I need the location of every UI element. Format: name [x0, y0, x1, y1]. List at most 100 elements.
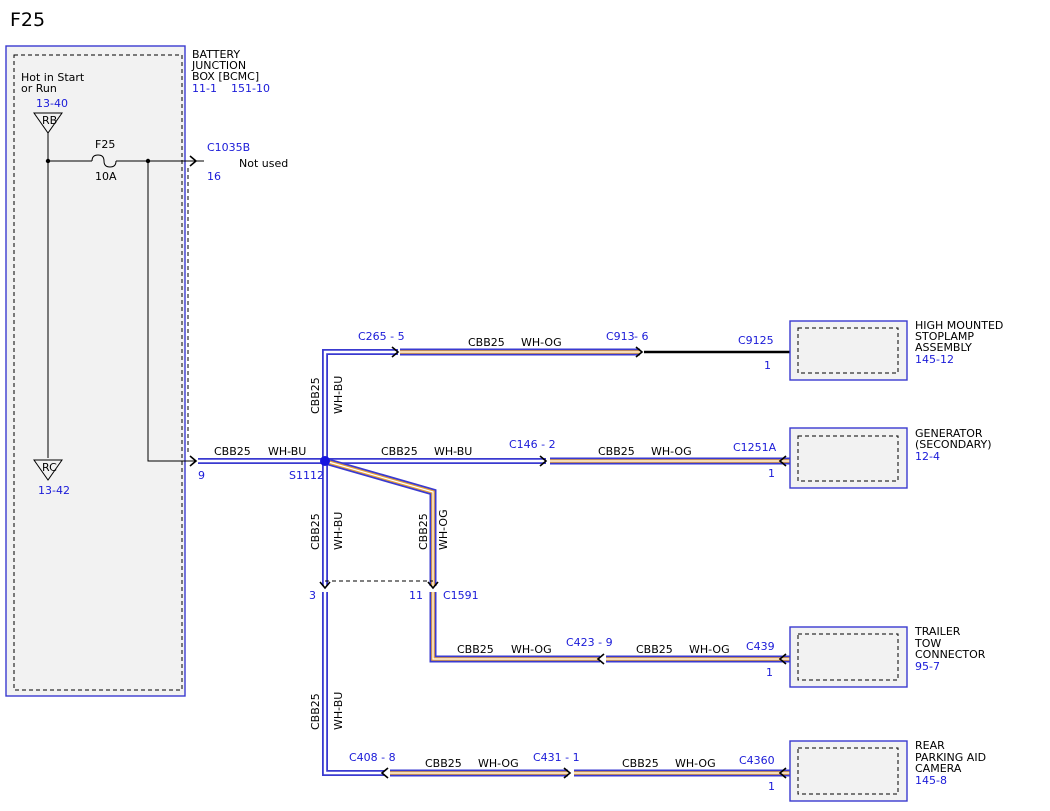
c423-arrow-icon [596, 653, 605, 665]
hot-ref: 13-40 [36, 97, 68, 110]
connector-c423: C423 - 9 [566, 636, 613, 649]
fuse-feed-wire [147, 161, 196, 462]
trailer-name-3: CONNECTOR [915, 648, 986, 661]
c408-arrow-icon [380, 767, 389, 779]
connector-c265: C265 - 5 [358, 330, 405, 343]
connector-c1035b: C1035B [207, 141, 250, 154]
connector-c913-pin: - 6 [634, 330, 648, 343]
gen-a-color: WH-BU [434, 445, 472, 458]
fusebox-name-line-1: BATTERY [192, 48, 240, 61]
v1-color: WH-BU [332, 376, 345, 414]
camera-name-1: REAR [915, 739, 945, 752]
generator-ref: 12-4 [915, 450, 940, 463]
c1251a-arrow-icon [778, 455, 787, 467]
fusebox-name-line-3: BOX [BCMC] [192, 70, 259, 83]
fuse-name: F25 [95, 138, 115, 151]
c265-arrow-icon [391, 346, 400, 358]
v3-color: WH-OG [437, 509, 450, 550]
c439-pin: 1 [766, 666, 773, 679]
c4360-pin: 1 [768, 780, 775, 793]
connector-c146: C146 - 2 [509, 438, 556, 451]
c1251a-pin: 1 [768, 467, 775, 480]
cam-a-code: CBB25 [425, 757, 462, 770]
rc-triangle-icon [33, 459, 63, 481]
c1591-pin11-arrow-icon [427, 581, 439, 590]
pin-9: 9 [198, 469, 205, 482]
camera-ref: 145-8 [915, 774, 947, 787]
connector-c439: C439 [746, 640, 775, 653]
v4-color: WH-BU [332, 692, 345, 730]
c9125-pin: 1 [764, 359, 771, 372]
hmsl-branch-wire-core [323, 350, 398, 461]
hmsl-ref: 145-12 [915, 353, 954, 366]
c146-arrow-icon [539, 455, 548, 467]
main-wire-code: CBB25 [214, 445, 251, 458]
splice-s1112-icon [320, 456, 330, 466]
rc-label: RC [42, 461, 57, 474]
hot-text-line-2: or Run [21, 82, 57, 95]
cam-b-code: CBB25 [622, 757, 659, 770]
pin-9-arrow-icon [189, 455, 198, 467]
gen-b-code: CBB25 [598, 445, 635, 458]
battery-junction-box-inner [13, 54, 183, 691]
connector-c431: C431 - 1 [533, 751, 580, 764]
hmsl-inner [797, 327, 899, 374]
hmsl-a-color: WH-OG [521, 336, 562, 349]
connector-c408: C408 - 8 [349, 751, 396, 764]
camera-bu-wire-core [323, 592, 384, 775]
hmsl-name-3: ASSEMBLY [915, 341, 972, 354]
c1591-pin-3: 3 [309, 589, 316, 602]
pin-16: 16 [207, 170, 221, 183]
splice-s1112-label: S1112 [289, 469, 324, 482]
connector-c1591: C1591 [443, 589, 479, 602]
battery-junction-box [5, 45, 186, 697]
tow-a-code: CBB25 [457, 643, 494, 656]
generator-box [789, 427, 908, 489]
hot-text-line-1: Hot in Start [21, 71, 85, 84]
cam-a-color: WH-OG [478, 757, 519, 770]
fuse-rating: 10A [95, 170, 117, 183]
c431-arrow-icon [563, 767, 572, 779]
fusebox-ref-2: 151-10 [231, 82, 270, 95]
page-title: F25 [10, 9, 45, 31]
c1591-pin-11: 11 [409, 589, 423, 602]
not-used-text: Not used [239, 157, 288, 170]
hmsl-name-1: HIGH MOUNTED [915, 319, 1003, 332]
connector-c9125: C9125 [738, 334, 774, 347]
rb-triangle-icon [33, 112, 63, 134]
camera-inner [797, 747, 899, 795]
trailer-ref: 95-7 [915, 660, 940, 673]
c439-arrow-icon [778, 653, 787, 665]
gen-a-code: CBB25 [381, 445, 418, 458]
trailer-name-2: TOW [914, 637, 941, 650]
connector-c4360: C4360 [739, 754, 775, 767]
generator-name-1: GENERATOR [915, 427, 983, 440]
fuse-icon [91, 154, 117, 168]
rc-ref: 13-42 [38, 484, 70, 497]
v2-code: CBB25 [309, 513, 322, 550]
hmsl-name-2: STOPLAMP [915, 330, 974, 343]
gen-b-color: WH-OG [651, 445, 692, 458]
generator-inner [797, 435, 899, 482]
cam-b-color: WH-OG [675, 757, 716, 770]
v2-color: WH-BU [332, 512, 345, 550]
v4-code: CBB25 [309, 693, 322, 730]
fusebox-ref-1: 11-1 [192, 82, 217, 95]
camera-bu-wire [322, 592, 384, 776]
main-wire-color: WH-BU [268, 445, 306, 458]
fusebox-name-line-2: JUNCTION [191, 59, 246, 72]
trailer-inner [797, 633, 899, 681]
hmsl-a-code: CBB25 [468, 336, 505, 349]
v3-code: CBB25 [417, 513, 430, 550]
tow-b-color: WH-OG [689, 643, 730, 656]
trailer-og-drop-core [324, 460, 434, 586]
c913-arrow-icon [635, 346, 644, 358]
v1-code: CBB25 [309, 377, 322, 414]
rb-label: RB [42, 114, 57, 127]
camera-name-3: CAMERA [915, 762, 962, 775]
camera-box [789, 740, 908, 802]
connector-c1251a: C1251A [733, 441, 777, 454]
trailer-name-1: TRAILER [914, 625, 961, 638]
generator-name-2: (SECONDARY) [915, 438, 992, 451]
